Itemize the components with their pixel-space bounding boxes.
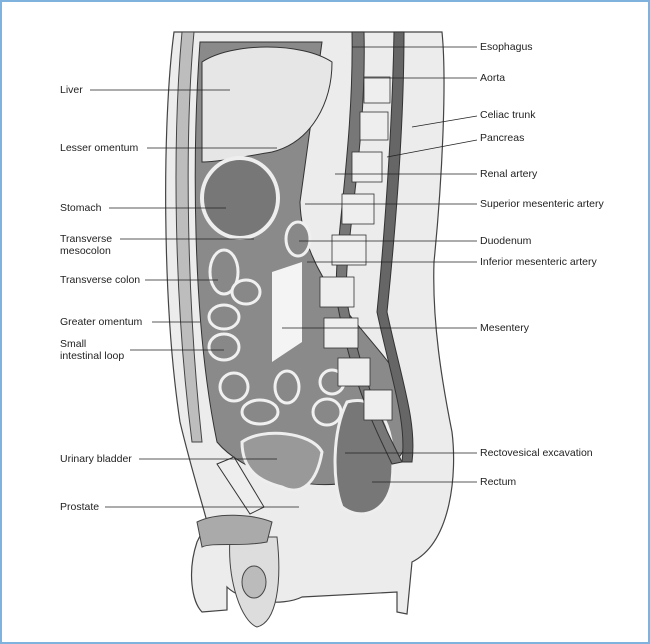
vertebra (363, 389, 393, 421)
intestinal-loop (218, 371, 250, 403)
label-mesentery: Mesentery (480, 322, 530, 334)
leader-celiac-trunk (411, 115, 478, 128)
label-transverse-colon: Transverse colon (60, 274, 141, 286)
penis (196, 514, 273, 548)
label-rectum: Rectum (480, 476, 517, 488)
label-greater-omentum: Greater omentum (60, 316, 143, 328)
intestinal-loop (273, 369, 301, 405)
vertebra (331, 234, 367, 266)
leader-pancreas (386, 139, 478, 158)
intestinal-loop (230, 278, 262, 306)
label-pancreas: Pancreas (480, 132, 525, 144)
spinal-cord (376, 31, 414, 463)
abdominal-wall (175, 31, 203, 443)
intestinal-loop (311, 397, 343, 427)
label-transverse-mesocolon: Transverse mesocolon (60, 233, 113, 257)
label-liver: Liver (60, 84, 83, 96)
label-renal-artery: Renal artery (480, 168, 538, 180)
stomach-shape (200, 156, 280, 240)
label-lesser-omentum: Lesser omentum (60, 142, 139, 154)
label-duodenum: Duodenum (480, 235, 532, 247)
transverse-colon-loop (208, 248, 240, 296)
duodenum-loop (284, 220, 312, 258)
vertebra (351, 151, 383, 183)
label-celiac-trunk: Celiac trunk (480, 109, 536, 121)
testis (241, 565, 267, 599)
label-superior-mesenteric-artery: Superior mesenteric artery (480, 198, 604, 210)
vertebra (359, 111, 389, 141)
label-esophagus: Esophagus (480, 41, 533, 53)
label-aorta: Aorta (480, 72, 506, 84)
label-urinary-bladder: Urinary bladder (60, 453, 132, 465)
intestinal-loop (207, 332, 241, 362)
label-inferior-mesenteric-artery: Inferior mesenteric artery (480, 256, 597, 268)
vertebra (341, 193, 375, 225)
label-rectovesical-excavation: Rectovesical excavation (480, 447, 593, 459)
vertebra (337, 357, 371, 387)
mesentery-shape (272, 262, 302, 362)
vertebra (319, 276, 355, 308)
label-prostate: Prostate (60, 501, 100, 513)
vertebra (323, 317, 359, 349)
label-stomach: Stomach (60, 202, 102, 214)
vertebra (363, 76, 391, 104)
intestinal-loop (207, 303, 241, 331)
bladder-shape (240, 431, 324, 492)
intestinal-loop (240, 398, 280, 426)
label-small-intestinal-loop: Small intestinal loop (60, 338, 125, 362)
